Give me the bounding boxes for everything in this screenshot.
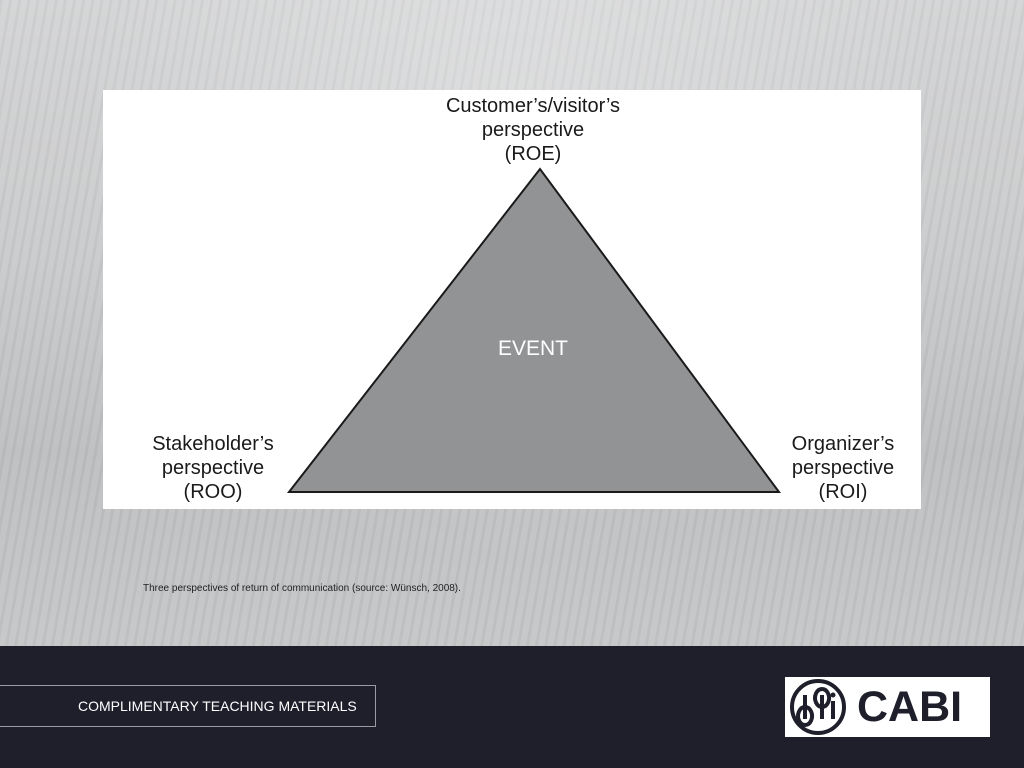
roe-label-line-3: (ROE) — [504, 143, 562, 165]
diagram-svg — [286, 167, 781, 493]
teaching-materials-text: COMPLIMENTARY TEACHING MATERIALS — [78, 698, 357, 714]
cabi-logo-text: CABI — [857, 683, 963, 731]
roe-label-line-2: perspective — [481, 119, 585, 141]
event-label: EVENT — [497, 337, 568, 360]
roi-label-line-1: Organizer’s — [791, 433, 895, 455]
roi-label-line-3: (ROI) — [818, 481, 868, 503]
roe-label-line-1: Customer’s/visitor’s — [445, 95, 621, 117]
cabi-logo: CABI — [785, 677, 990, 737]
teaching-materials-tag: COMPLIMENTARY TEACHING MATERIALS — [0, 685, 376, 727]
event-triangle — [286, 167, 781, 493]
roo-label-line-2: perspective — [161, 457, 265, 479]
roe-label: Customer’s/visitor’s perspective (ROE) — [393, 94, 673, 166]
cabi-emblem-icon — [790, 679, 846, 735]
roi-label: Organizer’s perspective (ROI) — [753, 432, 933, 504]
roo-label-line-3: (ROO) — [183, 481, 243, 503]
roo-label-line-1: Stakeholder’s — [152, 433, 274, 455]
footer-bar: COMPLIMENTARY TEACHING MATERIALS CABI — [0, 646, 1024, 768]
diagram-panel: Customer’s/visitor’s perspective (ROE) S… — [103, 90, 921, 509]
roi-label-line-2: perspective — [791, 457, 895, 479]
figure-caption: Three perspectives of return of communic… — [143, 583, 461, 594]
roo-label: Stakeholder’s perspective (ROO) — [113, 432, 313, 504]
